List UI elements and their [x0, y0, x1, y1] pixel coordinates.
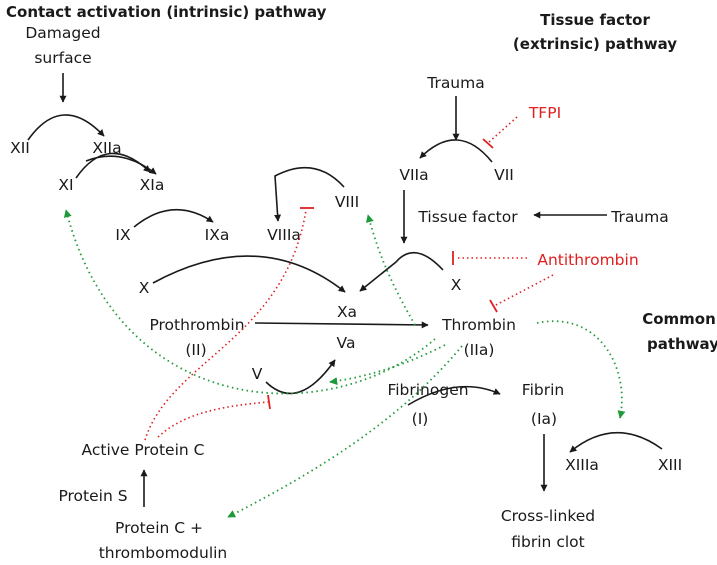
trauma-right-label: Trauma: [610, 208, 668, 226]
protein-c-label-line2: thrombomodulin: [99, 544, 228, 562]
protein-c-label-line1: Protein C +: [115, 519, 203, 537]
factor-x-right-label: X: [451, 276, 462, 294]
vii-to-viia-arrow: [419, 139, 493, 163]
protein-s-label: Protein S: [58, 487, 127, 505]
factor-xii-label: XII: [10, 139, 30, 157]
common-pathway-heading-line1: Common: [642, 310, 716, 328]
antithrombin-inhibit-thrombin-bar: [489, 299, 498, 313]
factor-xiiia-label: XIIIa: [565, 456, 599, 474]
tfpi-inhibition-bar: [482, 138, 494, 149]
xi-to-xia-arrow: [75, 152, 151, 179]
x-to-xa-extrinsic-arrow: [359, 252, 444, 292]
factor-viii-label: VIII: [335, 193, 359, 211]
xii-to-xiia-arrow: [27, 114, 105, 141]
thrombin-iia-label: (IIa): [464, 341, 495, 359]
factor-xiia-label: XIIa: [92, 139, 121, 157]
apc-inhibit-viii-line: [144, 209, 307, 441]
factor-va-label: Va: [337, 334, 356, 352]
factor-ixa-label: IXa: [205, 226, 230, 244]
tfpi-inhibition-line: [487, 116, 518, 144]
xiii-to-xiiia-arrow: [569, 431, 663, 453]
antithrombin-label: Antithrombin: [537, 251, 638, 269]
fibrinogen-to-fibrin-arrow: [407, 385, 501, 406]
active-protein-c-label: Active Protein C: [82, 441, 205, 459]
factor-xia-label: XIa: [140, 176, 165, 194]
viii-to-viiia-arrow: [274, 166, 345, 222]
x-to-xa-intrinsic-arrow: [152, 255, 346, 293]
damaged-surface-label-line1: Damaged: [25, 24, 100, 42]
apc-inhibit-v-line: [157, 401, 269, 438]
common-pathway-heading-line2: pathway: [647, 335, 717, 353]
factor-xa-label: Xa: [337, 303, 357, 321]
factor-xi-label: XI: [58, 176, 73, 194]
ix-to-ixa-arrow: [133, 208, 214, 228]
factor-viiia-label: VIIIa: [267, 226, 301, 244]
prothrombin-to-thrombin-arrow: [254, 321, 429, 329]
fibrin-label: Fibrin: [522, 381, 564, 399]
trauma-top-label: Trauma: [426, 74, 484, 92]
thrombin-activates-xiii-arrow: [536, 320, 626, 419]
thrombin-activates-protein-c-arrow: [227, 345, 463, 518]
thrombin-label: Thrombin: [441, 316, 516, 334]
tfpi-label: TFPI: [528, 104, 561, 122]
apc-inhibit-v-bar: [267, 394, 271, 410]
tissue-factor-label: Tissue factor: [417, 208, 518, 226]
factor-ix-label: IX: [115, 226, 131, 244]
prothrombin-ii-label: (II): [185, 341, 206, 359]
fibrin-clot-label-line1: Cross-linked: [501, 507, 595, 525]
factor-vii-label: VII: [494, 166, 514, 184]
factor-viia-label: VIIa: [399, 166, 428, 184]
intrinsic-pathway-heading: Contact activation (intrinsic) pathway: [6, 3, 327, 21]
factor-x-left-label: X: [139, 279, 150, 297]
fibrinogen-i-label: (I): [412, 410, 429, 428]
fibrin-clot-label-line2: fibrin clot: [511, 533, 584, 551]
thrombin-activates-viii-arrow: [365, 214, 416, 326]
thrombin-activates-xi-arrow: [63, 209, 436, 395]
factor-xiii-label: XIII: [658, 456, 682, 474]
antithrombin-inhibit-thrombin-line: [493, 274, 554, 307]
fibrin-ia-label: (Ia): [531, 410, 557, 428]
fibrinogen-label: Fibrinogen: [387, 381, 468, 399]
extrinsic-pathway-heading-line1: Tissue factor: [540, 11, 650, 29]
extrinsic-pathway-heading-line2: (extrinsic) pathway: [513, 35, 677, 53]
xiia-to-xi-activation-arrow: [85, 155, 157, 175]
thrombin-activates-v-arrow: [329, 344, 446, 386]
damaged-surface-label-line2: surface: [34, 49, 91, 67]
prothrombin-label: Prothrombin: [149, 316, 244, 334]
factor-v-label: V: [252, 365, 263, 383]
v-to-va-arrow: [265, 359, 336, 395]
